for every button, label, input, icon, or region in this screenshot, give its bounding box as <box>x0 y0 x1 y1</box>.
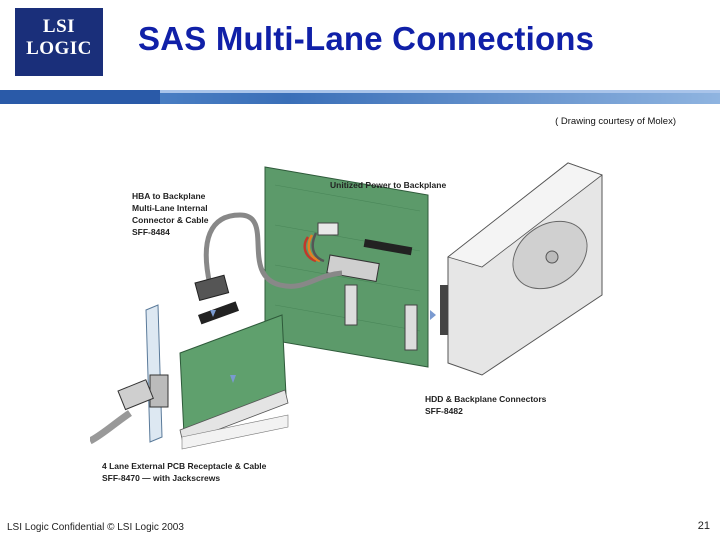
drawing-credit: ( Drawing courtesy of Molex) <box>555 116 676 127</box>
svg-text:HBA to Backplane: HBA to Backplane <box>132 191 206 201</box>
slide-title: SAS Multi-Lane Connections <box>138 20 595 57</box>
svg-text:SFF-8470 — with Jackscrews: SFF-8470 — with Jackscrews <box>102 473 220 483</box>
label-unitized-power: Unitized Power to Backplane <box>330 180 446 190</box>
svg-text:Connector & Cable: Connector & Cable <box>132 215 209 225</box>
label-hdd-backplane: HDD & Backplane Connectors SFF-8482 <box>425 394 547 416</box>
pci-bracket <box>145 304 163 443</box>
svg-text:SFF-8484: SFF-8484 <box>132 227 170 237</box>
svg-text:HDD & Backplane Connectors: HDD & Backplane Connectors <box>425 394 547 404</box>
hba-connector <box>198 301 240 325</box>
internal-cable <box>203 212 343 289</box>
lsi-logic-logo: LSI LOGIC <box>15 8 103 76</box>
svg-text:Multi-Lane Internal: Multi-Lane Internal <box>132 203 208 213</box>
sas-connection-drawing: HBA to Backplane Multi-Lane Internal Con… <box>90 162 603 483</box>
label-hba-to-backplane: HBA to Backplane Multi-Lane Internal Con… <box>132 191 209 237</box>
power-connector <box>317 222 339 236</box>
svg-text:SFF-8482: SFF-8482 <box>425 406 463 416</box>
svg-text:4 Lane External PCB Receptacle: 4 Lane External PCB Receptacle & Cable <box>102 461 267 471</box>
backplane-connector <box>363 238 413 256</box>
header-bar <box>0 90 720 104</box>
page-number: 21 <box>697 520 710 532</box>
external-receptacle <box>149 374 169 408</box>
logo-text: LSI LOGIC <box>26 16 92 59</box>
external-plug <box>117 379 154 411</box>
footer-confidential: LSI Logic Confidential © LSI Logic 2003 <box>7 522 184 533</box>
label-external-receptacle: 4 Lane External PCB Receptacle & Cable S… <box>102 461 267 483</box>
